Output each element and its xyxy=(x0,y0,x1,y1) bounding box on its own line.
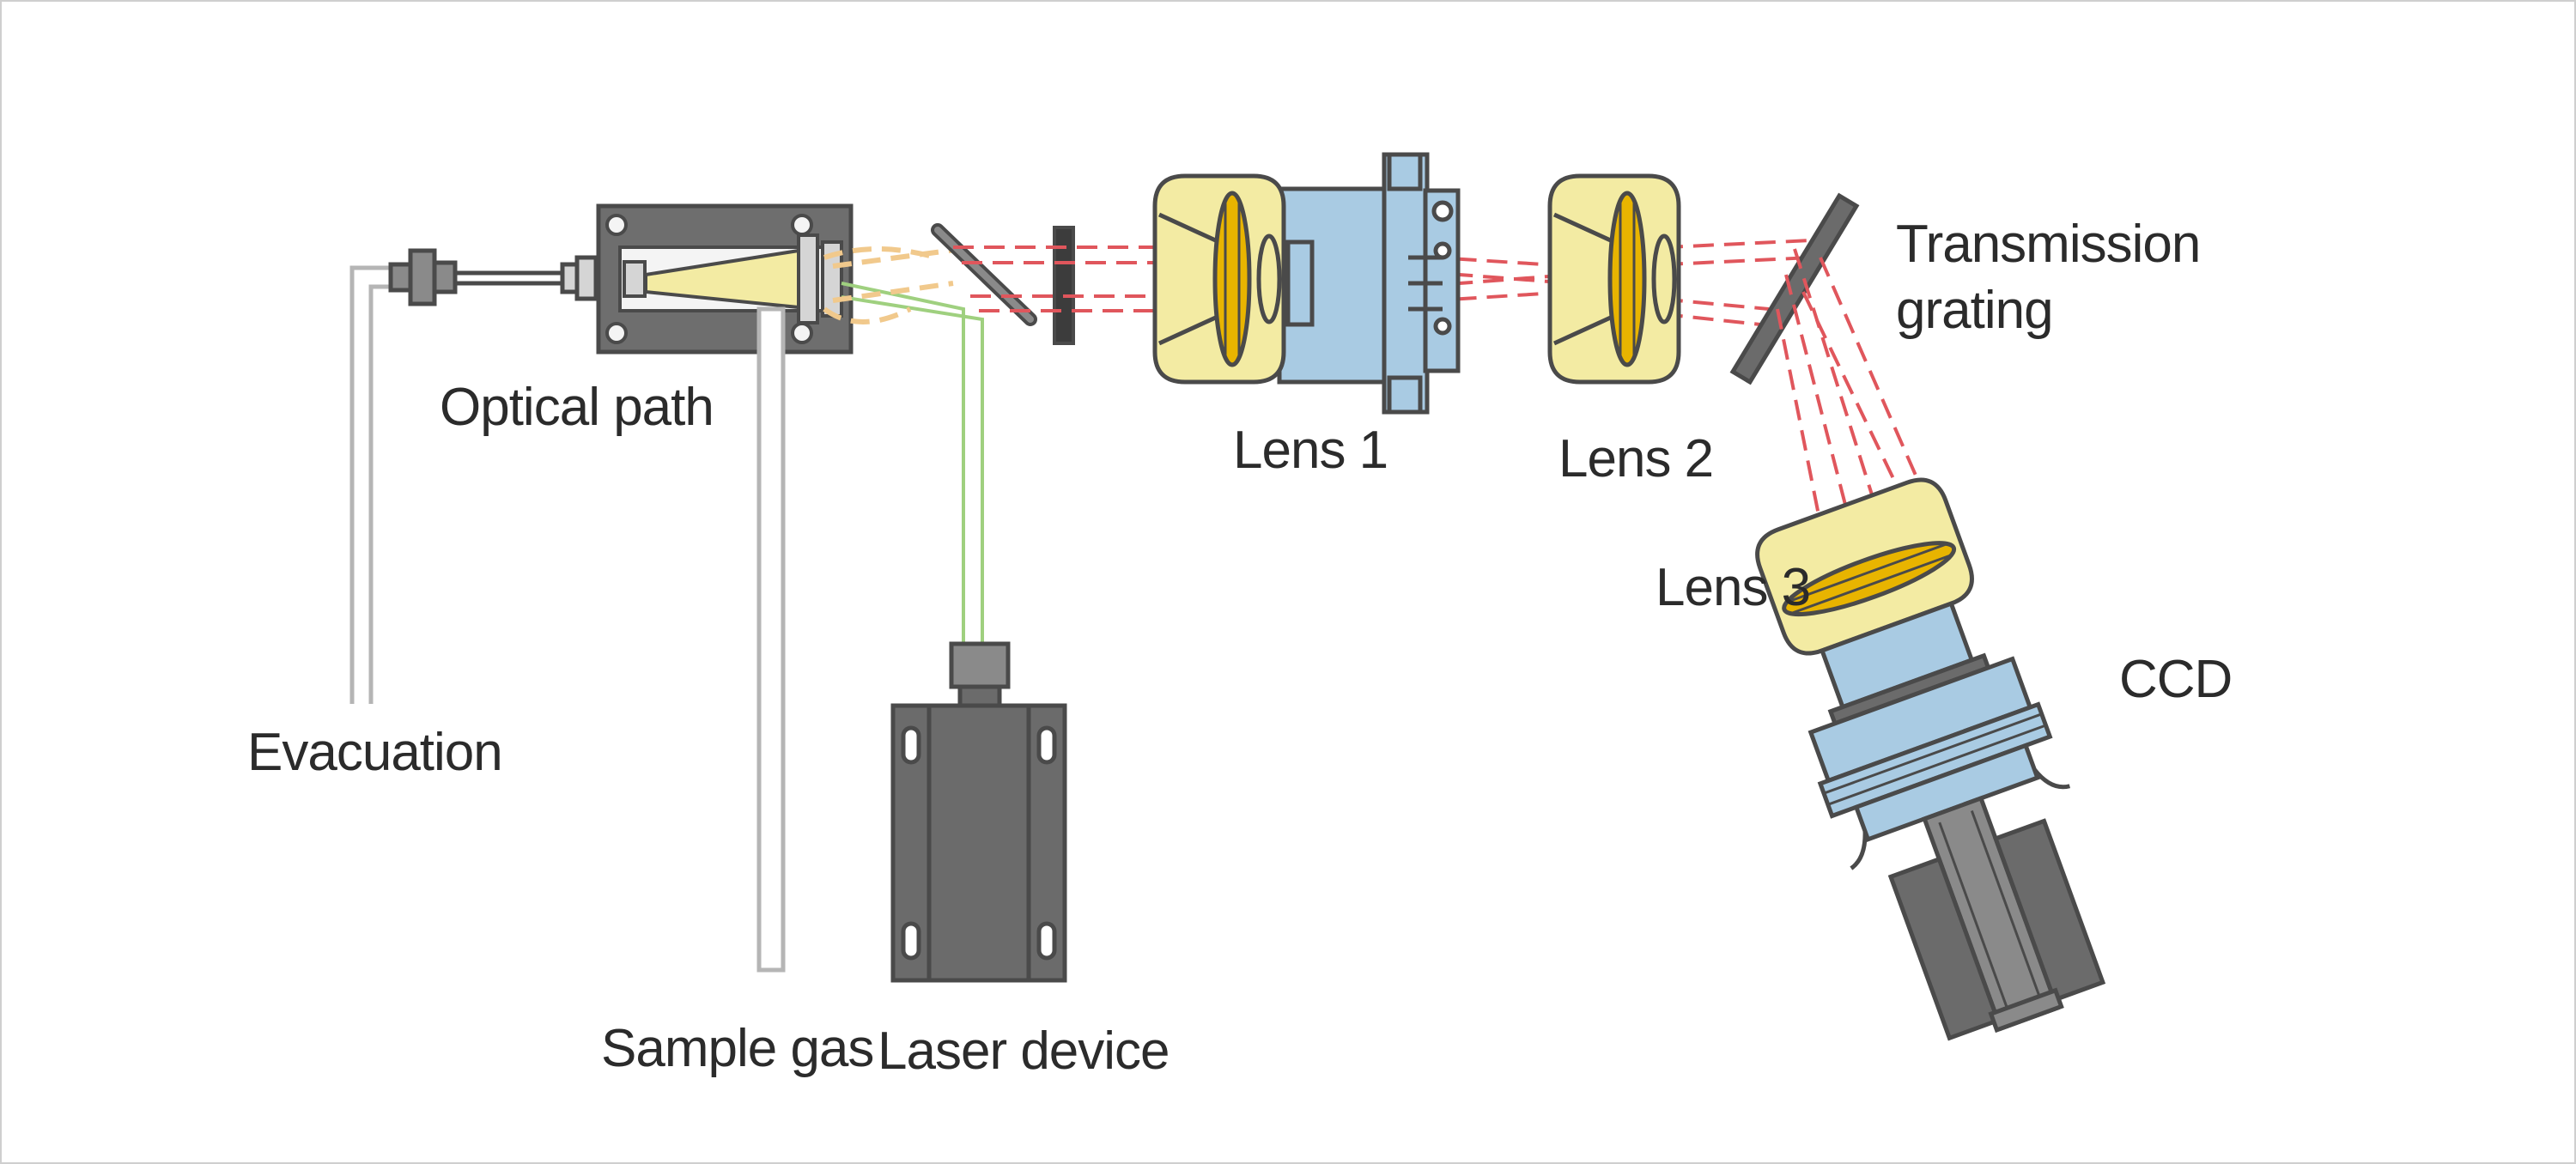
label-optical-path: Optical path xyxy=(440,378,714,437)
label-sample-gas: Sample gas xyxy=(601,1019,873,1078)
evacuation-tube xyxy=(349,265,395,704)
sample-gas-tube xyxy=(756,306,786,973)
label-lens3: Lens 3 xyxy=(1656,558,1810,617)
ccd-assembly xyxy=(1755,477,2106,1041)
laser-beam xyxy=(841,282,984,644)
laser-device xyxy=(890,641,1067,983)
label-laser-device: Laser device xyxy=(878,1022,1170,1081)
label-lens1: Lens 1 xyxy=(1233,421,1388,480)
label-ccd: CCD xyxy=(2119,650,2232,709)
label-grating: grating xyxy=(1896,281,2053,340)
lens1-assembly xyxy=(1152,152,1461,415)
optical-path-cell xyxy=(596,203,854,355)
transmission-grating xyxy=(1729,192,1860,385)
lens2-assembly xyxy=(1547,173,1681,385)
label-lens2: Lens 2 xyxy=(1558,429,1713,488)
evacuation-fitting xyxy=(388,248,598,306)
filter xyxy=(1053,226,1075,345)
scattered-light xyxy=(823,246,963,324)
label-transmission: Transmission xyxy=(1896,215,2200,274)
label-evacuation: Evacuation xyxy=(247,723,502,782)
